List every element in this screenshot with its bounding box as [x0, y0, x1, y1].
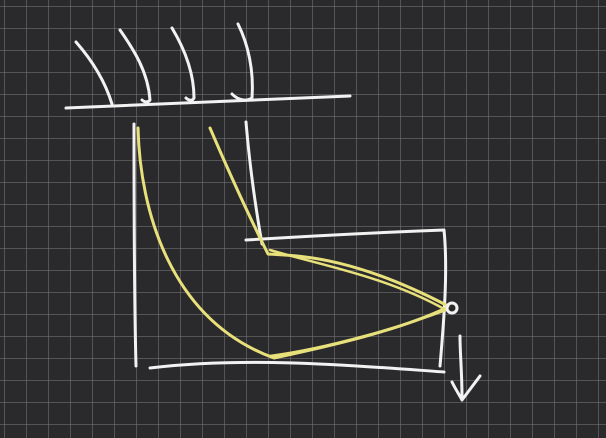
load-arrow — [450, 334, 482, 402]
fixed-wall-line — [64, 94, 352, 110]
fixed-support-hatching — [74, 22, 254, 106]
hatch-mark-4 — [230, 22, 254, 102]
deflected-inner-curve — [208, 126, 450, 308]
bottom-horizontal-member — [148, 360, 446, 374]
load-point-marker — [445, 301, 459, 315]
top-horizontal-member — [244, 228, 448, 368]
load-arrow-head — [450, 374, 482, 402]
load-arrow-shaft — [458, 334, 464, 400]
hatch-mark-2 — [118, 28, 152, 104]
inner-vertical-member — [244, 120, 264, 246]
deflected-outer-curve — [136, 126, 448, 360]
deflected-shape — [136, 126, 450, 360]
hatch-mark-1 — [74, 40, 114, 106]
outer-vertical-member — [132, 122, 138, 368]
deflected-inner-curve-retrace — [268, 248, 448, 312]
original-frame — [132, 120, 448, 374]
deflected-bottom-retrace — [268, 308, 448, 358]
hatch-mark-3 — [170, 26, 196, 102]
